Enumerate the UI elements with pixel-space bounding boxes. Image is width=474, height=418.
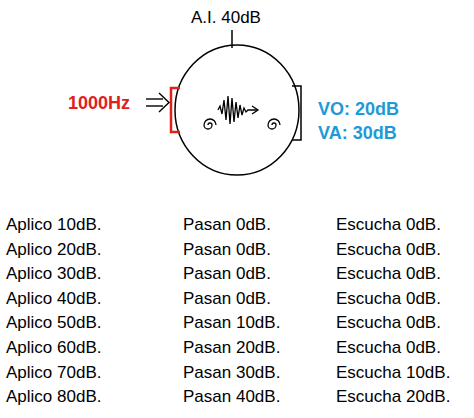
head-outline	[175, 45, 299, 175]
applied-level: Aplico 20dB.	[6, 241, 101, 258]
heard-level: Escucha 0dB.	[336, 314, 441, 331]
passed-level: Pasan 0dB.	[183, 265, 271, 282]
passed-level: Pasan 40dB.	[183, 388, 280, 405]
applied-level: Aplico 70dB.	[6, 364, 101, 381]
bone-threshold: VA: 30dB	[318, 124, 397, 142]
applied-level: Aplico 30dB.	[6, 265, 101, 282]
heard-level: Escucha 0dB.	[336, 241, 441, 258]
cochlea-left	[204, 119, 216, 129]
input-arrow	[146, 93, 169, 112]
applied-level: Aplico 40dB.	[6, 290, 101, 307]
frequency-label: 1000Hz	[68, 94, 130, 112]
heard-level: Escucha 0dB.	[336, 290, 441, 307]
passed-level: Pasan 20dB.	[183, 339, 280, 356]
applied-level: Aplico 80dB.	[6, 388, 101, 405]
passed-level: Pasan 0dB.	[183, 290, 271, 307]
headphone-bracket	[171, 88, 180, 132]
applied-level: Aplico 10dB.	[6, 216, 101, 233]
passed-level: Pasan 0dB.	[183, 216, 271, 233]
masking-level: A.I. 40dB	[191, 9, 261, 26]
passed-level: Pasan 30dB.	[183, 364, 280, 381]
bone-vibrator	[292, 86, 301, 140]
applied-level: Aplico 60dB.	[6, 339, 101, 356]
cochlea-right	[268, 119, 280, 129]
heard-level: Escucha 0dB.	[336, 216, 441, 233]
applied-level: Aplico 50dB.	[6, 314, 101, 331]
sound-wave	[218, 96, 257, 124]
wave-arrowhead	[252, 106, 258, 114]
heard-level: Escucha 0dB.	[336, 265, 441, 282]
passed-level: Pasan 0dB.	[183, 241, 271, 258]
heard-level: Escucha 0dB.	[336, 339, 441, 356]
passed-level: Pasan 10dB.	[183, 314, 280, 331]
heard-level: Escucha 20dB.	[336, 388, 450, 405]
air-threshold: VO: 20dB	[318, 100, 399, 118]
heard-level: Escucha 10dB.	[336, 364, 450, 381]
